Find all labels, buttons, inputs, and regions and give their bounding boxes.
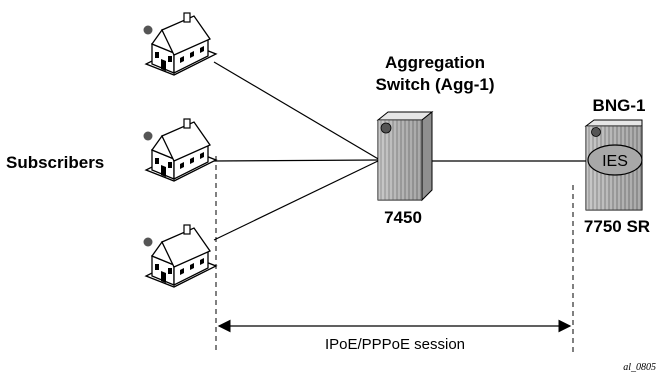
link-house2-agg: [213, 159, 381, 162]
agg-model-label: 7450: [384, 208, 422, 227]
house-icon: [142, 12, 217, 76]
router-icon: [584, 119, 643, 211]
ies-label: IES: [602, 153, 628, 170]
agg-title-line2: Switch (Agg-1): [376, 75, 495, 94]
house-icon: [142, 224, 217, 288]
switch-icon: [377, 111, 433, 201]
connection-lines: [213, 61, 588, 241]
subscribers-label: Subscribers: [6, 153, 104, 172]
house-icon: [142, 118, 217, 182]
link-house3-agg: [213, 159, 381, 241]
ies-service-shape: [587, 144, 643, 176]
figure-id-label: al_0805: [623, 362, 656, 373]
agg-title-line1: Aggregation: [385, 53, 485, 72]
bng-model-label: 7750 SR: [584, 217, 650, 236]
session-boundaries: [215, 156, 574, 352]
session-label: IPoE/PPPoE session: [325, 336, 465, 353]
bng-name-label: BNG-1: [593, 96, 646, 115]
link-house1-agg: [213, 61, 381, 161]
